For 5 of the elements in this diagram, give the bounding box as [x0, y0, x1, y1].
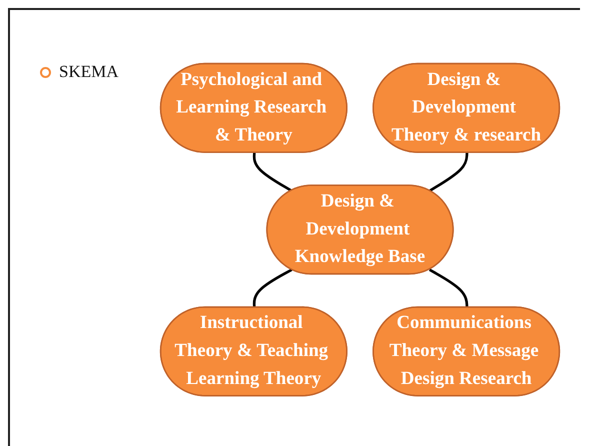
connector: [252, 153, 292, 192]
connector: [428, 153, 468, 192]
connector: [252, 268, 292, 308]
connector: [428, 268, 468, 308]
bullet-text: SKEMA: [59, 62, 119, 82]
